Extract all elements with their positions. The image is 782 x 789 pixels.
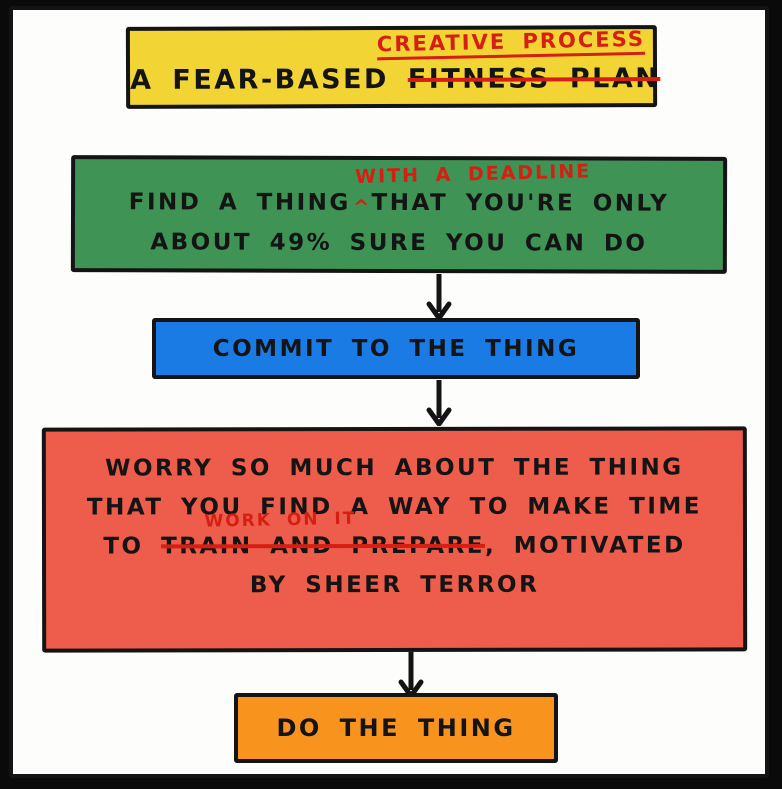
step-worry-line3a: TO <box>103 533 144 560</box>
title-struck-text: FITNESS PLAN <box>407 63 661 95</box>
step-worry-struck-words: TRAIN AND PREPARE <box>161 532 486 560</box>
work-on-it-insertion-annotation: WORK ON IT <box>204 508 357 532</box>
deadline-insertion-annotation: WITH A DEADLINE <box>354 160 592 188</box>
step-find-line2: ABOUT 49% SURE YOU CAN DO <box>150 229 648 257</box>
down-arrow-3 <box>397 652 425 698</box>
step-commit-box: COMMIT TO THE THING <box>152 318 640 379</box>
step-worry-line3b: , MOTIVATED <box>484 532 686 559</box>
step-find-line1b: THAT YOU'RE ONLY <box>371 189 670 217</box>
down-arrow-2 <box>425 380 453 426</box>
down-arrow-1 <box>425 274 453 320</box>
step-do-label: DO THE THING <box>276 714 516 742</box>
step-do-box: DO THE THING <box>234 693 558 763</box>
title-text: A FEAR-BASED FITNESS PLAN <box>129 63 660 96</box>
caret-mark: ^ <box>352 194 370 219</box>
title-correction-annotation: CREATIVE PROCESS <box>376 26 646 61</box>
step-worry-line1: WORRY SO MUCH ABOUT THE THING <box>105 454 684 482</box>
title-prefix: A FEAR-BASED <box>129 64 389 96</box>
step-find-line1a: FIND A THING <box>128 189 351 216</box>
step-commit-label: COMMIT TO THE THING <box>212 335 580 362</box>
step-worry-line4: BY SHEER TERROR <box>249 571 540 599</box>
step-worry-box: WORRY SO MUCH ABOUT THE THING THAT YOU F… <box>41 426 748 653</box>
step-worry-line2: THAT YOU FIND A WAY TO MAKE TIME <box>86 493 702 521</box>
title-box: CREATIVE PROCESS A FEAR-BASED FITNESS PL… <box>125 25 660 109</box>
comic-panel: CREATIVE PROCESS A FEAR-BASED FITNESS PL… <box>9 6 769 778</box>
